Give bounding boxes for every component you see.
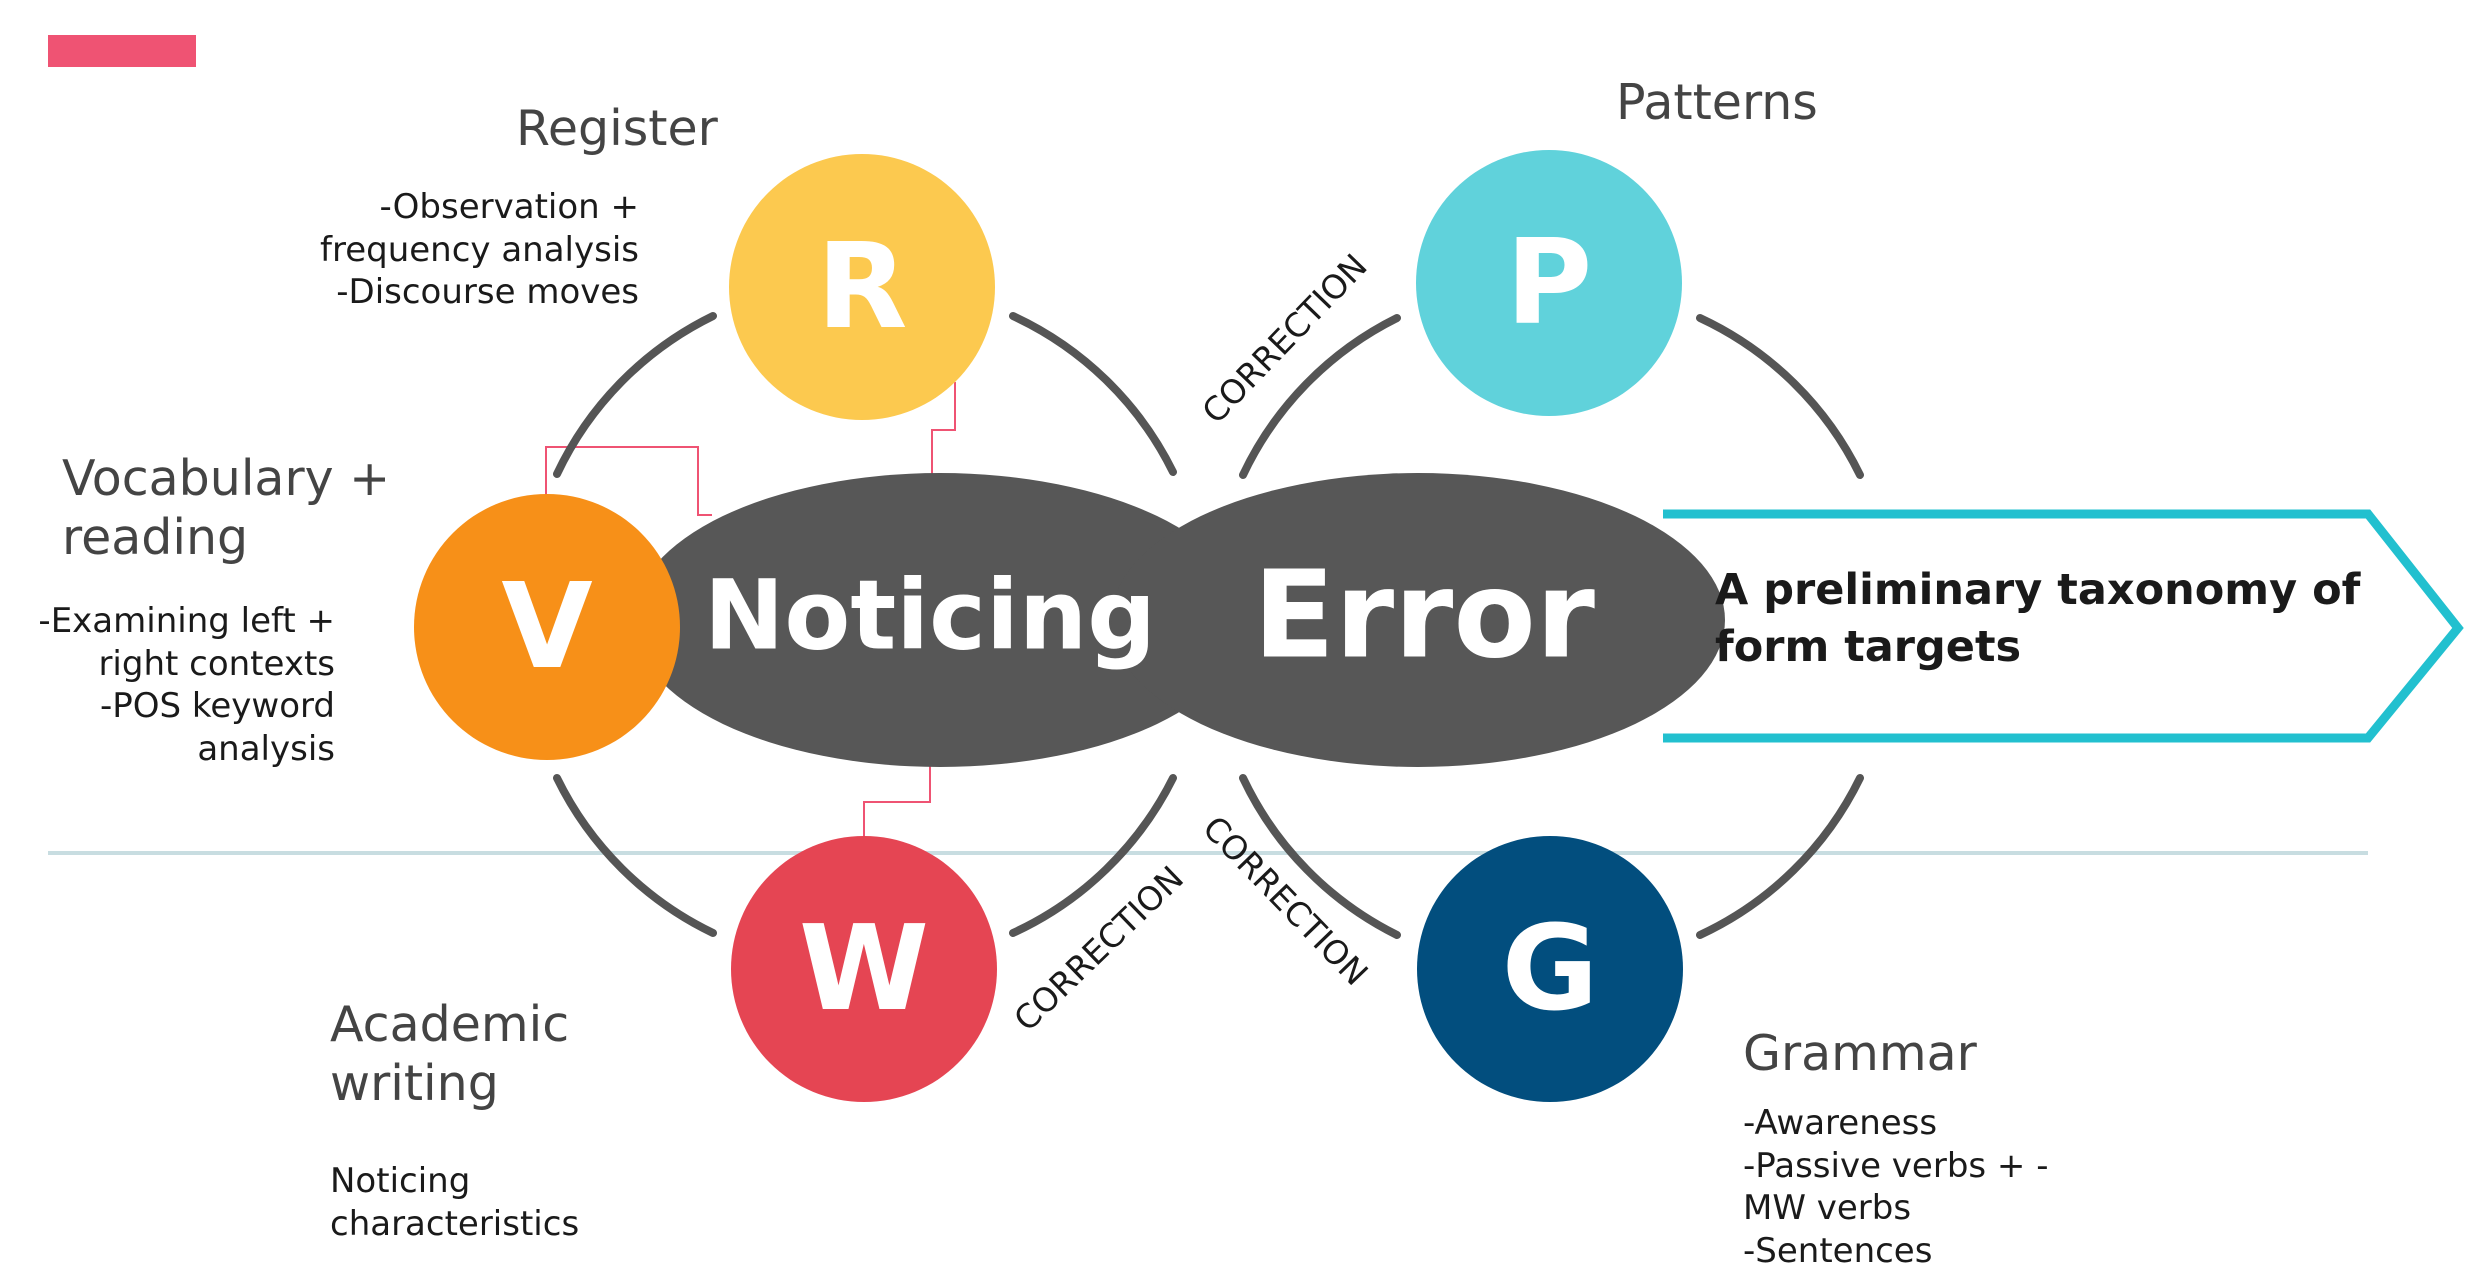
correction-label-bottom-left: CORRECTION [1006,858,1191,1038]
node-g-letter: G [1502,899,1599,1037]
vocabulary-title-line: Vocabulary + [62,450,391,507]
error-ellipse [1111,473,1725,767]
grammar-item: MW verbs [1743,1188,1912,1228]
grammar-title: Grammar [1743,1025,1977,1082]
register-details: -Observation + frequency analysis -Disco… [320,186,639,314]
right-ring-arcs [1239,314,1864,939]
vocabulary-item: -POS keyword [99,686,335,726]
correction-label-bottom-right: CORRECTION [1195,808,1375,993]
node-v-letter: V [501,557,592,695]
vocabulary-item: -Examining left + [38,601,335,641]
left-ring-arcs [553,312,1177,937]
outcome-text: A preliminary taxonomy of form targets [1715,562,2360,676]
academic-title-line: writing [330,1054,499,1112]
node-w-letter: W [799,899,929,1037]
outcome-arrow [1663,509,2464,743]
vocabulary-item: right contexts [98,643,335,684]
vocabulary-title: Vocabulary + reading [62,450,390,568]
node-g-circle [1417,836,1683,1102]
register-item: frequency analysis [320,229,639,270]
vocabulary-item: analysis [197,728,335,769]
node-r-letter: R [817,217,908,355]
outcome-line-1: A preliminary taxonomy of [1715,565,2361,615]
node-p: P [1416,150,1682,416]
node-p-letter: P [1506,213,1592,351]
grammar-details: -Awareness -Passive verbs + - MW verbs -… [1743,1102,2049,1272]
node-r-circle [729,154,995,420]
node-g: G [1417,836,1683,1102]
academic-details: Noticing characteristics [330,1160,579,1245]
noticing-ellipse [633,473,1247,767]
grammar-item: -Sentences [1743,1230,1933,1271]
noticing-label: Noticing [704,559,1156,671]
error-label: Error [1253,547,1595,686]
vocabulary-title-line: reading [62,508,249,566]
register-title: Register [516,100,718,157]
pink-connectors [545,382,956,840]
node-w-circle [731,836,997,1102]
academic-item: Noticing [330,1161,471,1201]
node-w: W [731,836,997,1102]
register-item: -Discourse moves [336,272,639,312]
node-p-circle [1416,150,1682,416]
patterns-title: Patterns [1616,74,1818,131]
grammar-item: -Passive verbs + - [1743,1145,2049,1186]
node-v: V [414,494,680,760]
vocabulary-details: -Examining left + right contexts -POS ke… [38,600,335,770]
academic-title: Academic writing [330,996,569,1114]
outcome-line-2: form targets [1715,622,2022,673]
node-r: R [729,154,995,420]
register-item: -Observation + [379,187,639,227]
academic-item: characteristics [330,1203,580,1244]
node-v-circle [414,494,680,760]
grammar-item: -Awareness [1743,1103,1938,1143]
academic-title-line: Academic [330,996,570,1053]
accent-bar [48,35,196,67]
